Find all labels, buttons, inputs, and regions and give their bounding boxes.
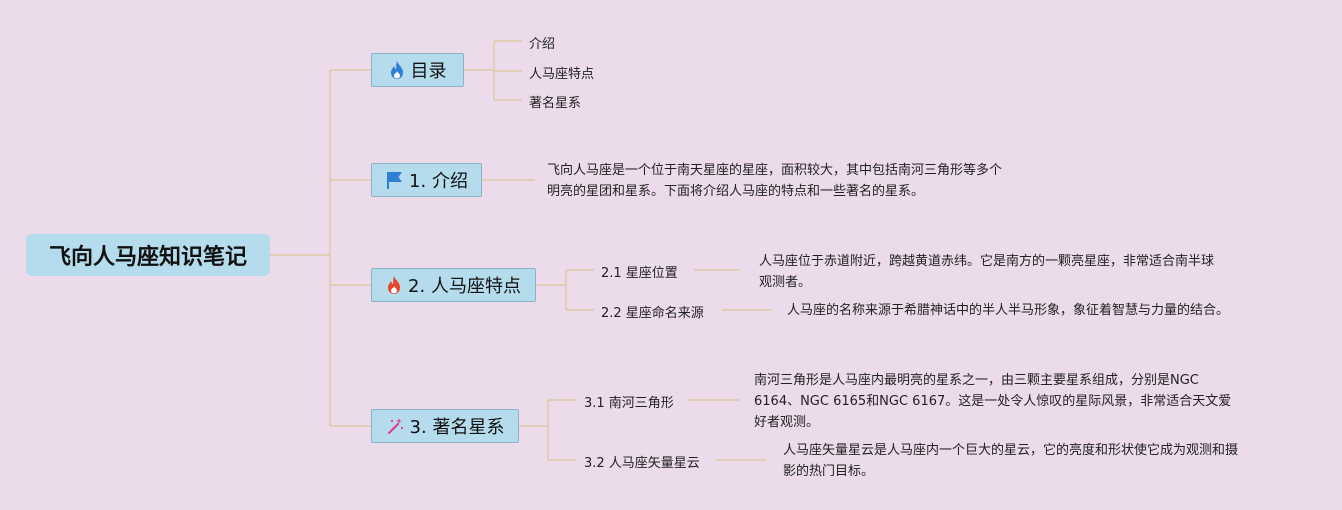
contents-item-galaxies[interactable]: 著名星系 [529,96,582,111]
branch-galaxies[interactable]: 3. 著名星系 [371,409,519,443]
fire-icon [390,61,403,79]
text-line: 飞向人马座是一个位于南天星座的星座，面积较大，其中包括南河三角形等多个 [547,163,1003,178]
contents-item-features[interactable]: 人马座特点 [529,67,595,82]
branch-features[interactable]: 2. 人马座特点 [371,268,536,302]
root-topic[interactable]: 飞向人马座知识笔记 [26,234,270,276]
intro-text: 飞向人马座是一个位于南天星座的星座，面积较大，其中包括南河三角形等多个 明亮的星… [547,160,1002,202]
flag-icon [387,172,403,189]
text-line: 好者观测。 [754,415,820,430]
branch-intro[interactable]: 1. 介绍 [371,163,482,197]
naming-text: 人马座的名称来源于希腊神话中的半人半马形象，象征着智慧与力量的结合。 [787,300,1229,321]
text-line: 影的热门目标。 [783,464,875,479]
location-text: 人马座位于赤道附近，跨越黄道赤纬。它是南方的一颗亮星座，非常适合南半球 观测者。 [759,251,1214,293]
branch-intro-label: 1. 介绍 [409,171,468,192]
branch-galaxies-label: 3. 著名星系 [409,417,505,438]
branch-contents-label: 目录 [410,61,447,82]
text-line: 观测者。 [759,275,812,290]
fire-icon [388,276,401,294]
text-line: 明亮的星团和星系。下面将介绍人马座的特点和一些著名的星系。 [547,184,925,199]
text-line: 6164、NGC 6165和NGC 6167。这是一处令人惊叹的星际风景，非常适… [754,394,1232,409]
text-line: 南河三角形是人马座内最明亮的星系之一，由三颗主要星系组成，分别是NGC [754,373,1199,388]
contents-item-intro[interactable]: 介绍 [529,37,556,52]
subtopic-naming[interactable]: 2.2 星座命名来源 [601,306,704,321]
text-line: 人马座位于赤道附近，跨越黄道赤纬。它是南方的一颗亮星座，非常适合南半球 [759,254,1215,269]
branch-contents[interactable]: 目录 [371,53,464,87]
branch-features-label: 2. 人马座特点 [408,276,521,297]
triangle-text: 南河三角形是人马座内最明亮的星系之一，由三颗主要星系组成，分别是NGC 6164… [754,370,1231,433]
subtopic-nebula[interactable]: 3.2 人马座矢量星云 [584,456,700,471]
text-line: 人马座的名称来源于希腊神话中的半人半马形象，象征着智慧与力量的结合。 [787,303,1230,318]
subtopic-location[interactable]: 2.1 星座位置 [601,266,678,281]
magic-wand-icon [387,418,403,434]
root-title: 飞向人马座知识笔记 [48,245,247,270]
nebula-text: 人马座矢量星云是人马座内一个巨大的星云，它的亮度和形状使它成为观测和摄 影的热门… [783,440,1238,482]
subtopic-triangle[interactable]: 3.1 南河三角形 [584,396,674,411]
text-line: 人马座矢量星云是人马座内一个巨大的星云，它的亮度和形状使它成为观测和摄 [783,443,1239,458]
